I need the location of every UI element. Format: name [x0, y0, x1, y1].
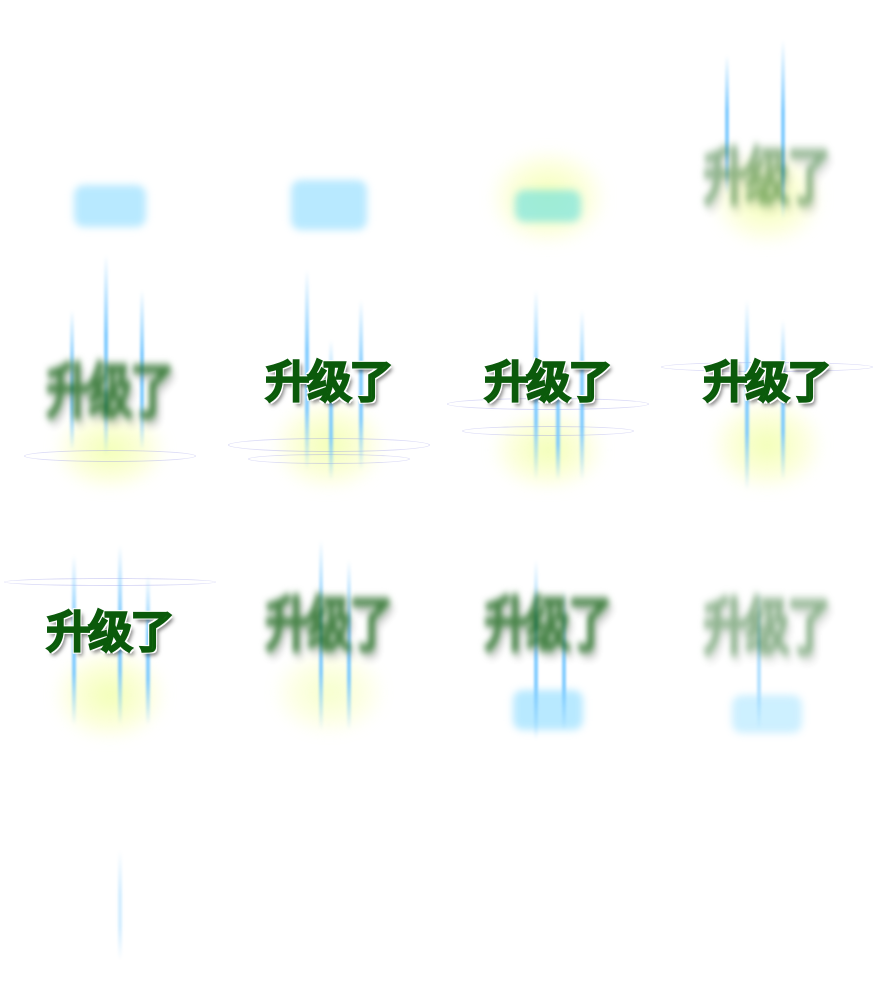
- light-ray: [725, 55, 729, 195]
- sprite-frame-13: [0, 750, 219, 1000]
- light-ray: [140, 290, 144, 450]
- light-ray: [305, 270, 309, 470]
- light-ray: [745, 300, 749, 490]
- sprite-frame-7: 升级了: [438, 250, 657, 500]
- level-up-text: 升级了: [46, 606, 176, 659]
- light-ray: [146, 575, 150, 725]
- light-ray: [359, 300, 363, 470]
- sprite-frame-8: 升级了: [657, 250, 876, 500]
- level-up-text: 升级了: [703, 356, 833, 409]
- sprite-frame-5: 升级了: [0, 250, 219, 500]
- light-ray: [562, 590, 566, 730]
- sprite-frame-10: 升级了: [219, 500, 438, 750]
- light-ray: [347, 560, 351, 730]
- light-ray: [534, 290, 538, 480]
- cyan-glow: [514, 190, 581, 222]
- energy-ring: [227, 438, 430, 452]
- light-ray: [319, 540, 323, 730]
- level-up-text: 升级了: [265, 590, 395, 662]
- level-up-text: 升级了: [703, 591, 833, 665]
- yellow-glow: [711, 150, 822, 245]
- energy-ring: [446, 398, 649, 410]
- sprite-frame-4: 升级了: [657, 0, 876, 250]
- energy-ring: [3, 578, 216, 586]
- sprite-frame-9: 升级了: [0, 500, 219, 750]
- light-ray: [118, 545, 122, 725]
- sprite-frame-6: 升级了: [219, 250, 438, 500]
- energy-ring: [660, 362, 873, 372]
- sprite-frame-3: [438, 0, 657, 250]
- light-ray: [329, 340, 333, 480]
- light-ray: [70, 310, 74, 450]
- light-ray: [781, 40, 785, 220]
- level-up-text: 升级了: [484, 590, 614, 662]
- light-ray: [757, 590, 761, 730]
- cyan-glow: [731, 695, 802, 733]
- light-ray: [580, 310, 584, 480]
- sprite-frame-11: 升级了: [438, 500, 657, 750]
- level-up-text: 升级了: [46, 357, 176, 429]
- light-ray: [556, 360, 560, 480]
- yellow-glow: [273, 650, 384, 735]
- sprite-frame-2: [219, 0, 438, 250]
- cyan-glow: [512, 690, 583, 730]
- light-ray: [104, 255, 108, 455]
- yellow-glow: [711, 400, 822, 490]
- light-ray: [118, 850, 122, 960]
- level-up-text: 升级了: [265, 356, 395, 409]
- cyan-glow: [73, 185, 146, 227]
- energy-ring: [247, 454, 410, 464]
- level-up-text: 升级了: [484, 356, 614, 409]
- energy-ring: [23, 450, 196, 462]
- sprite-frame-1: [0, 0, 219, 250]
- sprite-frame-12: 升级了: [657, 500, 876, 750]
- energy-ring: [461, 426, 634, 436]
- level-up-text: 升级了: [703, 141, 833, 215]
- cyan-glow: [290, 180, 367, 230]
- light-ray: [781, 320, 785, 480]
- light-ray: [72, 555, 76, 725]
- yellow-glow: [492, 410, 603, 490]
- light-ray: [534, 560, 538, 740]
